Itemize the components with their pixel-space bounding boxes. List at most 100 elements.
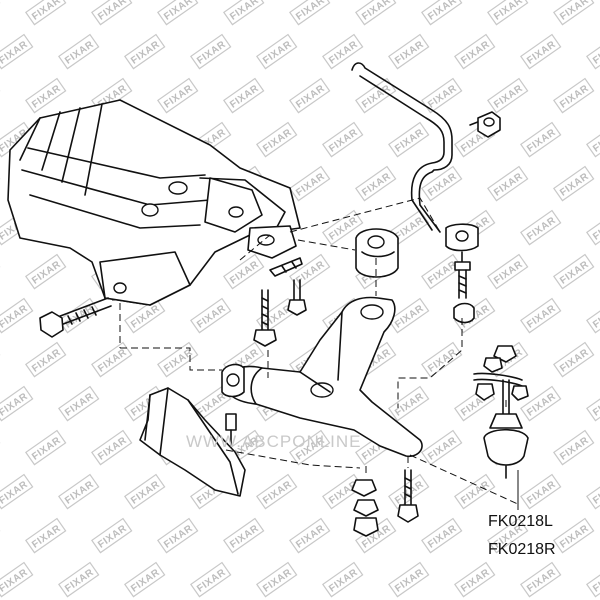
watermark-badge: FIXAR [256,121,298,158]
arm-bolt [397,469,419,523]
svg-text:FIXAR: FIXAR [492,83,525,111]
svg-text:FIXAR: FIXAR [63,567,96,595]
watermark-badge: FIXAR [586,385,600,422]
svg-text:FIXAR: FIXAR [129,479,162,507]
svg-text:FIXAR: FIXAR [294,523,327,551]
watermark-badge: FIXAR [388,121,430,158]
svg-text:FIXAR: FIXAR [261,39,294,67]
svg-text:FIXAR: FIXAR [30,347,63,375]
watermark-badge: FIXAR [586,121,600,158]
svg-text:FIXAR: FIXAR [195,303,228,331]
shield-clip [225,413,237,447]
svg-text:FIXAR: FIXAR [195,39,228,67]
control-arm-bushing [355,228,399,278]
watermark-badge: FIXAR [124,33,166,70]
watermark-badge: FIXAR [520,209,562,246]
watermark-badge: FIXAR [256,473,298,510]
watermark-badge: FIXAR [256,33,298,70]
bolt-vertical-right [287,279,307,316]
svg-text:FIXAR: FIXAR [96,435,129,463]
svg-text:FIXAR: FIXAR [360,171,393,199]
svg-text:FIXAR: FIXAR [129,567,162,595]
watermark-badge: FIXAR [124,561,166,598]
watermark-badge: FIXAR [223,0,265,26]
svg-text:FIXAR: FIXAR [261,127,294,155]
svg-text:FIXAR: FIXAR [459,39,492,67]
watermark-badge: FIXAR [25,0,67,26]
svg-text:FIXAR: FIXAR [195,567,228,595]
watermark-badge: FIXAR [157,0,199,26]
svg-text:FIXAR: FIXAR [30,523,63,551]
site-url-watermark: WWW.ABCPONLINE [186,432,362,451]
watermark-badge: FIXAR [454,561,496,598]
watermark-badge: FIXAR [289,517,331,554]
stabilizer-link [445,223,479,324]
part-number-right: FK0218R [488,541,556,558]
svg-text:FIXAR: FIXAR [558,83,591,111]
svg-text:FIXAR: FIXAR [426,171,459,199]
watermark-badge: FIXAR [421,429,463,466]
svg-text:FIXAR: FIXAR [30,259,63,287]
assembly-guide-lines [112,197,521,510]
svg-text:FIXAR: FIXAR [558,259,591,287]
watermark-badge: FIXAR [190,297,232,334]
watermark-badge: FIXAR [25,517,67,554]
watermark-badge: FIXAR [223,77,265,114]
mount-bracket [269,257,303,277]
watermark-badge: FIXAR [487,253,529,290]
watermark-badge: FIXAR [553,77,595,114]
watermark-badge: FIXAR [25,253,67,290]
svg-text:FIXAR: FIXAR [426,0,459,23]
watermark-badge: FIXAR [223,253,265,290]
svg-text:FIXAR: FIXAR [63,391,96,419]
watermark-badge: FIXAR [322,561,364,598]
svg-text:FIXAR: FIXAR [525,479,558,507]
subframe-front-bolt [39,297,112,338]
watermark-badge: FIXAR [553,165,595,202]
stabilizer-bar [351,62,501,233]
watermark-badge: FIXAR [586,561,600,598]
svg-text:FIXAR: FIXAR [228,83,261,111]
svg-text:FIXAR: FIXAR [30,83,63,111]
ball-joint [473,345,529,479]
svg-text:FIXAR: FIXAR [162,83,195,111]
svg-text:FIXAR: FIXAR [558,347,591,375]
svg-text:FIXAR: FIXAR [162,523,195,551]
watermark-badge: FIXAR [586,33,600,70]
watermark-badge: FIXAR [586,297,600,334]
svg-text:FIXAR: FIXAR [558,0,591,23]
watermark-badge: FIXAR [487,165,529,202]
svg-text:FIXAR: FIXAR [360,0,393,23]
watermark-badge: FIXAR [553,0,595,26]
watermark-badge: FIXAR [91,0,133,26]
lower-control-arm [221,296,423,458]
watermark-badge: FIXAR [421,165,463,202]
watermark-badge: FIXAR [0,385,34,422]
watermark-badge: FIXAR [0,297,34,334]
watermark-badge: FIXAR [157,517,199,554]
svg-text:FIXAR: FIXAR [0,567,30,595]
watermark-badge: FIXAR [388,33,430,70]
svg-text:FIXAR: FIXAR [63,39,96,67]
svg-text:FIXAR: FIXAR [558,171,591,199]
watermark-badge: FIXAR [223,517,265,554]
watermark-badge: FIXAR [586,209,600,246]
svg-text:FIXAR: FIXAR [525,567,558,595]
svg-text:FIXAR: FIXAR [30,435,63,463]
watermark-badge: FIXAR [421,341,463,378]
watermark-badge: FIXAR [487,0,529,26]
watermark-badge: FIXAR [0,561,34,598]
svg-text:FIXAR: FIXAR [525,391,558,419]
svg-text:FIXAR: FIXAR [492,171,525,199]
arm-nut-stack [351,479,379,537]
svg-text:FIXAR: FIXAR [96,0,129,23]
svg-text:FIXAR: FIXAR [261,479,294,507]
svg-text:FIXAR: FIXAR [261,567,294,595]
svg-text:FIXAR: FIXAR [0,39,30,67]
svg-text:FIXAR: FIXAR [459,567,492,595]
svg-text:FIXAR: FIXAR [492,0,525,23]
subframe [7,99,301,306]
svg-text:FIXAR: FIXAR [327,39,360,67]
